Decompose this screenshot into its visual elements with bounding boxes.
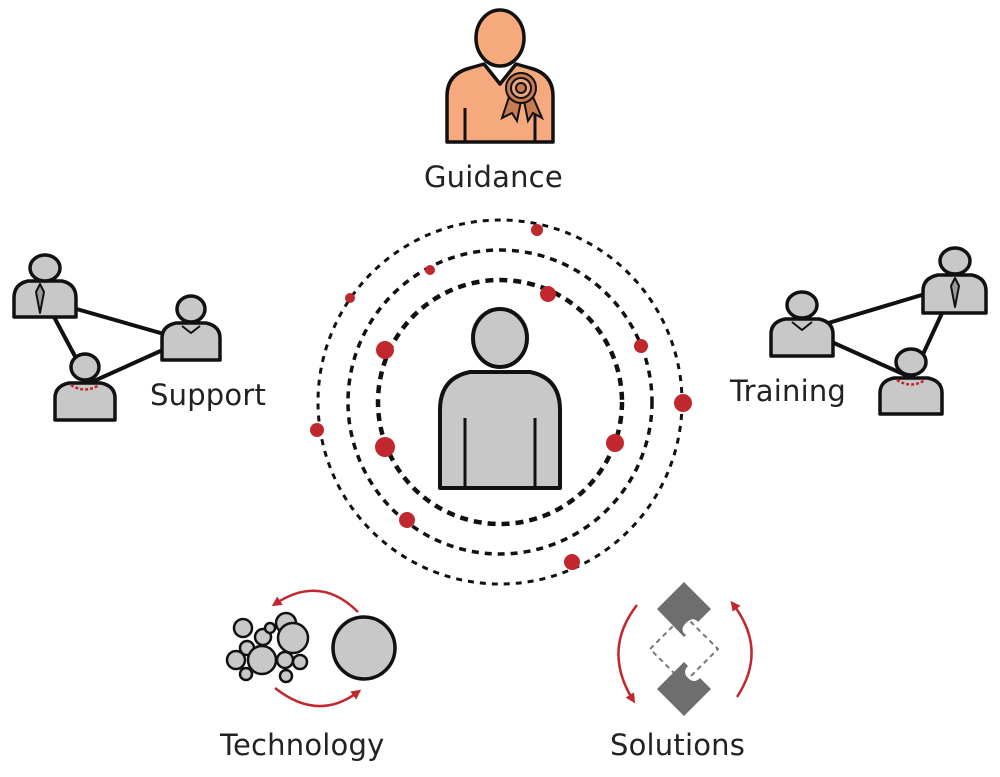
orbit-dots [310,224,692,570]
person-with-tie-icon [921,246,988,315]
person-with-tie-icon [12,253,78,319]
technology-label: Technology [220,728,385,762]
technology-icon [225,589,397,708]
bubble-cluster-icon [225,611,310,684]
person-icon [769,290,835,358]
training-network-icon [769,246,988,416]
merged-circle-icon [331,615,397,681]
solutions-label: Solutions [610,728,746,762]
puzzle-piece-bottom-icon [657,662,711,716]
puzzle-outline-icon [648,613,720,685]
support-label: Support [150,378,267,412]
mentor-icon [445,8,555,144]
guidance-label: Guidance [424,160,563,194]
support-network-icon [12,253,222,422]
central-person-icon [438,307,562,490]
solutions-icon [617,582,753,716]
person-highlighted-icon [878,347,944,416]
puzzle-piece-top-icon [657,582,711,637]
training-label: Training [730,374,847,408]
person-icon [160,294,222,362]
person-highlighted-icon [53,352,117,422]
award-ribbon-icon [500,72,545,124]
